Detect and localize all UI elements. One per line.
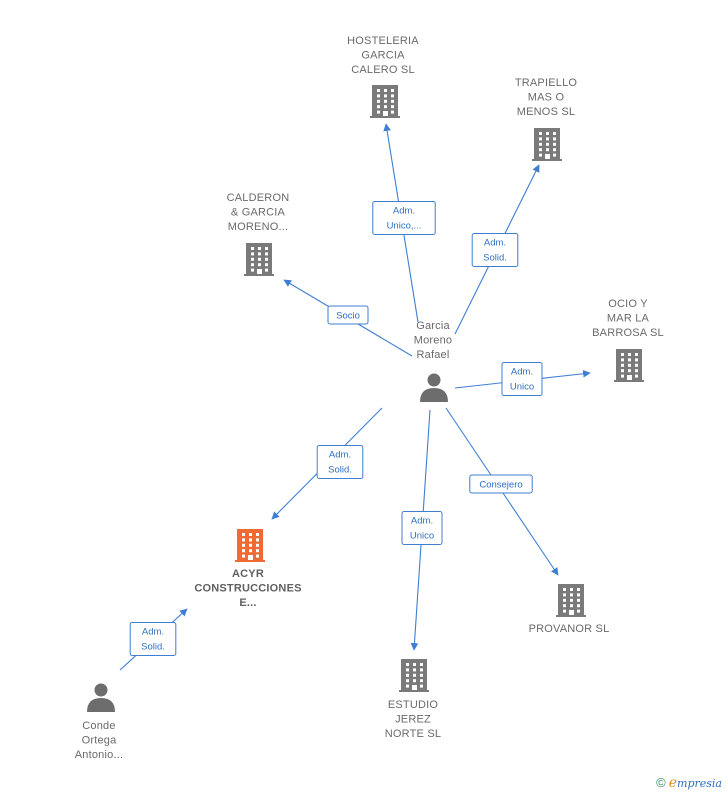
node-label[interactable]: CONSTRUCCIONES <box>194 583 301 595</box>
node-label[interactable]: Rafael <box>417 349 450 361</box>
edge-label-box <box>469 474 533 494</box>
edge-label-text: Adm. <box>393 206 415 217</box>
edge-label-text: Unico <box>510 382 534 393</box>
edge-label-text: Adm. <box>411 516 433 527</box>
node-hosteleria[interactable]: HOSTELERIA GARCIA CALERO SL <box>347 35 419 118</box>
node-ocio[interactable]: OCIO Y MAR LA BARROSA SL <box>592 298 664 382</box>
edge-labels-layer: Adm.Unico,...Adm.Solid.SocioAdm.UnicoAdm… <box>129 201 543 656</box>
building-icon[interactable] <box>614 349 644 382</box>
edge-label-garcia-hosteleria[interactable]: Adm. Unico,... <box>372 201 436 235</box>
node-label[interactable]: ACYR <box>232 568 264 580</box>
edge-label-garcia-estudio[interactable]: Adm. Unico <box>401 511 443 545</box>
footer-brand[interactable]: © empresia <box>656 775 722 791</box>
person-icon[interactable] <box>87 683 115 713</box>
node-calderon[interactable]: CALDERON & GARCIA MORENO... <box>227 192 290 276</box>
node-label[interactable]: NORTE SL <box>385 728 441 740</box>
edge-label-garcia-calderon[interactable]: Socio <box>327 305 369 325</box>
edge-label-box <box>372 201 436 235</box>
node-label[interactable]: BARROSA SL <box>592 327 664 339</box>
edge-label-text: Socio <box>336 311 360 322</box>
node-label[interactable]: GARCIA <box>361 50 405 62</box>
copyright-icon: © <box>656 775 666 790</box>
node-provanor[interactable]: PROVANOR SL <box>529 584 610 635</box>
building-icon[interactable] <box>235 529 265 562</box>
edge-label-garcia-provanor[interactable]: Consejero <box>469 474 533 494</box>
node-label[interactable]: Garcia <box>416 320 450 332</box>
edge-label-text: Adm. <box>511 367 533 378</box>
node-label[interactable]: E... <box>239 597 256 609</box>
node-estudio[interactable]: ESTUDIO JEREZ NORTE SL <box>385 659 441 740</box>
node-label[interactable]: HOSTELERIA <box>347 35 419 47</box>
edge-label-box <box>471 233 519 267</box>
node-label[interactable]: Antonio... <box>75 749 123 761</box>
node-label[interactable]: MAR LA <box>607 313 650 325</box>
building-icon[interactable] <box>399 659 429 692</box>
edge-label-box <box>316 445 364 479</box>
building-icon[interactable] <box>556 584 586 617</box>
edges-layer <box>119 123 591 671</box>
edge-label-box <box>501 362 543 396</box>
edge-label-text: Solid. <box>328 465 352 476</box>
node-label[interactable]: & GARCIA <box>231 207 286 219</box>
edge-label-text: Adm. <box>329 450 351 461</box>
node-label[interactable]: CALERO SL <box>351 64 415 76</box>
node-conde[interactable]: CondeOrtegaAntonio... <box>75 683 123 762</box>
node-label[interactable]: OCIO Y <box>608 298 648 310</box>
building-icon[interactable] <box>244 243 274 276</box>
node-label[interactable]: JEREZ <box>395 714 431 726</box>
person-icon[interactable] <box>420 373 448 403</box>
edge-label-text: Solid. <box>141 642 165 653</box>
edge-label-text: Solid. <box>483 253 507 264</box>
edge-label-conde-acyr[interactable]: Adm. Solid. <box>129 622 177 656</box>
node-label[interactable]: Ortega <box>82 735 118 747</box>
edge-label-garcia-acyr[interactable]: Adm. Solid. <box>316 445 364 479</box>
edge-label-text: Unico,... <box>387 221 422 232</box>
node-trapiello[interactable]: TRAPIELLO MAS O MENOS SL <box>515 77 578 161</box>
building-icon[interactable] <box>532 128 562 161</box>
edge-label-box <box>327 305 369 325</box>
edge-label-text: Adm. <box>142 627 164 638</box>
brand-logo: empresia <box>668 775 722 791</box>
edge-label-box <box>129 622 177 656</box>
node-label[interactable]: MAS O <box>528 92 565 104</box>
node-label[interactable]: TRAPIELLO <box>515 77 578 89</box>
edge-label-text: Unico <box>410 531 434 542</box>
node-label[interactable]: MENOS SL <box>517 106 575 118</box>
edge-label-text: Adm. <box>484 238 506 249</box>
node-label[interactable]: MORENO... <box>228 221 288 233</box>
edge-label-garcia-trapiello[interactable]: Adm. Solid. <box>471 233 519 267</box>
edge-label-box <box>401 511 443 545</box>
node-label[interactable]: Conde <box>82 720 115 732</box>
edge-label-garcia-ocio[interactable]: Adm. Unico <box>501 362 543 396</box>
node-label[interactable]: CALDERON <box>227 192 290 204</box>
node-acyr[interactable]: ACYR CONSTRUCCIONES E... <box>194 529 301 609</box>
edge-label-text: Consejero <box>479 480 522 491</box>
node-label[interactable]: ESTUDIO <box>388 699 439 711</box>
node-label[interactable]: Moreno <box>414 335 453 347</box>
building-icon[interactable] <box>370 85 400 118</box>
node-label[interactable]: PROVANOR SL <box>529 623 610 635</box>
